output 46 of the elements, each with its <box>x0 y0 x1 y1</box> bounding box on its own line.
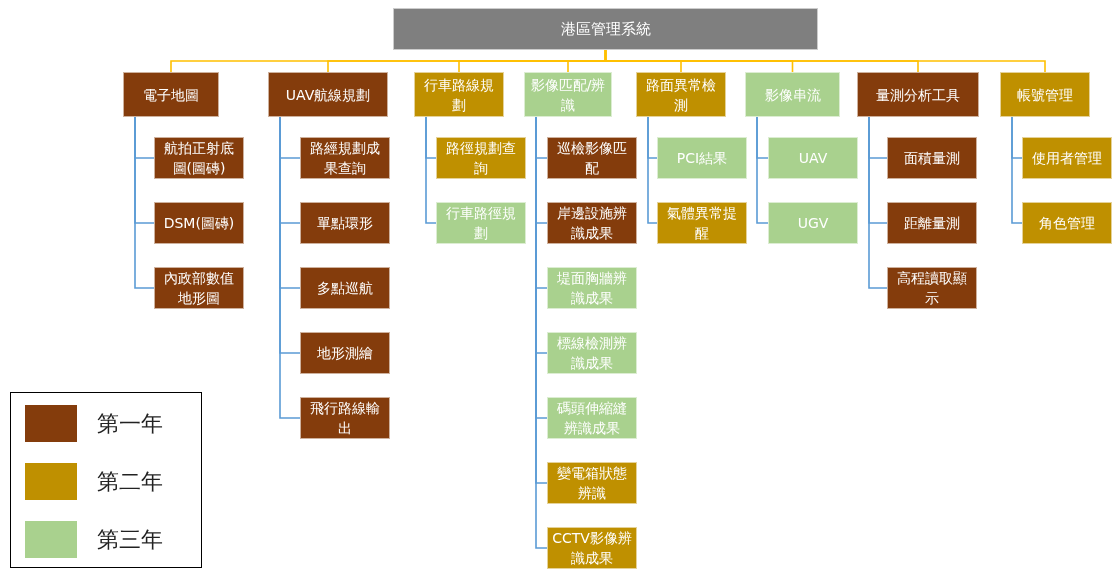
module-box: 地形測繪 <box>300 332 390 374</box>
connector-line <box>604 49 1046 73</box>
module-box: PCI結果 <box>657 137 747 179</box>
module-box: 標線檢測辨識成果 <box>547 332 637 374</box>
module-box: UGV <box>768 202 858 244</box>
module-box: 巡檢影像匹配 <box>547 137 637 179</box>
module-box: 單點環形 <box>300 202 390 244</box>
module-box: 氣體異常提醒 <box>657 202 747 244</box>
module-box: 航拍正射底圖(圖磚) <box>154 137 244 179</box>
module-box: 岸邊設施辨識成果 <box>547 202 637 244</box>
module-box: 飛行路線輸出 <box>300 397 390 439</box>
legend-label: 第二年 <box>97 468 163 496</box>
module-box: UAV <box>768 137 858 179</box>
connector-line <box>134 116 155 289</box>
module-box: 碼頭伸縮縫辨識成果 <box>547 397 637 439</box>
module-box: 變電箱狀態辨識 <box>547 462 637 504</box>
module-box: DSM(圖磚) <box>154 202 244 244</box>
module-box: 行車路徑規劃 <box>436 202 526 244</box>
connector-line <box>425 116 437 224</box>
module-box: 距離量測 <box>887 202 977 244</box>
module-box: 使用者管理 <box>1022 137 1112 179</box>
module-box: 影像串流 <box>745 72 840 117</box>
module-box: 路面異常檢測 <box>636 72 726 117</box>
connector-line <box>279 116 301 419</box>
module-box: 內政部數值地形圖 <box>154 267 244 309</box>
module-box: 角色管理 <box>1022 202 1112 244</box>
module-box: CCTV影像辨識成果 <box>547 527 637 569</box>
module-box: 堤面胸牆辨識成果 <box>547 267 637 309</box>
module-box: 面積量測 <box>887 137 977 179</box>
module-box: 帳號管理 <box>1000 72 1090 117</box>
connector-line <box>1011 116 1023 224</box>
root-box: 港區管理系統 <box>393 8 818 50</box>
module-box: 路經規劃成果查詢 <box>300 137 390 179</box>
module-box: 量測分析工具 <box>857 72 979 117</box>
connector-line <box>756 116 769 224</box>
module-box: 影像匹配/辨識 <box>524 72 612 117</box>
module-box: 路徑規劃查詢 <box>436 137 526 179</box>
legend-label: 第三年 <box>97 526 163 554</box>
module-box: 高程讀取顯示 <box>887 267 977 309</box>
module-box: UAV航線規劃 <box>268 72 388 117</box>
module-box: 電子地圖 <box>123 72 219 117</box>
legend-label: 第一年 <box>97 410 163 438</box>
connector-line <box>647 116 658 224</box>
module-box: 行車路線規劃 <box>414 72 504 117</box>
connector-line <box>868 116 888 289</box>
module-box: 多點巡航 <box>300 267 390 309</box>
